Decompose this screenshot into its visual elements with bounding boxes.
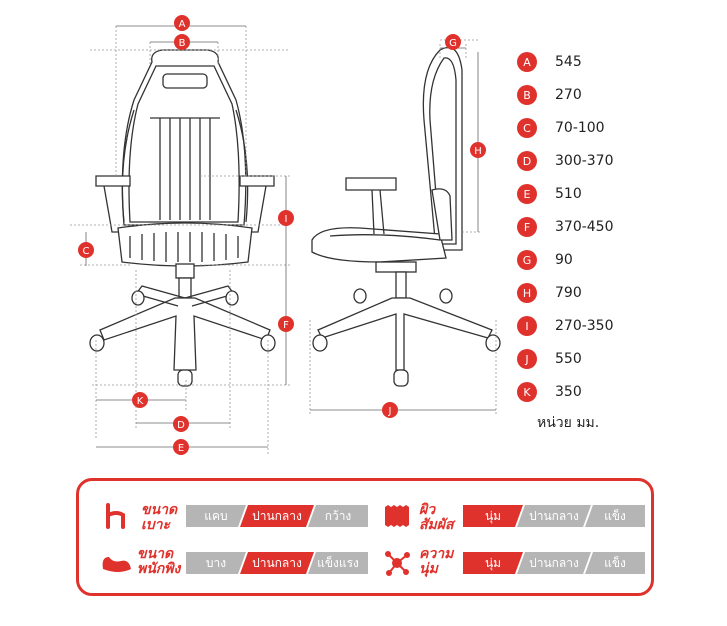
- backrest-option-strong: แข็งแรง: [308, 552, 368, 574]
- legend-row-a: A 545: [517, 50, 582, 74]
- legend-letter: D: [517, 151, 537, 171]
- svg-text:D: D: [177, 420, 185, 431]
- legend-row-h: H 790: [517, 281, 582, 305]
- svg-text:F: F: [283, 320, 289, 331]
- softness-label-line1: ความ: [419, 546, 454, 562]
- badge-h: H: [470, 142, 486, 158]
- surface-option-hard: แข็ง: [585, 505, 645, 527]
- legend-value: 370-450: [555, 219, 614, 235]
- backrest-size-label-line1: ขนาด: [137, 546, 174, 562]
- svg-text:A: A: [179, 19, 186, 30]
- legend-letter: I: [517, 316, 537, 336]
- softness-option-hard: แข็ง: [585, 552, 645, 574]
- svg-text:C: C: [83, 246, 90, 257]
- dimension-badges: A B C D E F G H I J K: [78, 15, 486, 455]
- backrest-option-thin: บาง: [186, 552, 246, 574]
- legend-letter: E: [517, 184, 537, 204]
- unit-label: หน่วย มม.: [537, 415, 600, 431]
- surface-option-soft: นุ่ม: [463, 505, 523, 527]
- surface-label-line1: ผิว: [419, 502, 436, 518]
- svg-text:J: J: [388, 406, 392, 417]
- legend-row-b: B 270: [517, 83, 582, 107]
- softness-option-medium: ปานกลาง: [517, 552, 591, 574]
- badge-i: I: [278, 210, 294, 226]
- backrest-size-label-line2: พนักพิง: [137, 561, 181, 577]
- legend-value: 270: [555, 87, 582, 103]
- badge-b: B: [174, 34, 190, 50]
- backrest-option-medium: ปานกลาง: [240, 552, 314, 574]
- backrest-size-label: ขนาด พนักพิง: [137, 547, 180, 577]
- legend-letter: F: [517, 217, 537, 237]
- svg-text:I: I: [285, 214, 288, 225]
- legend-value: 790: [555, 285, 582, 301]
- surface-option-medium: ปานกลาง: [517, 505, 591, 527]
- legend-value: 90: [555, 252, 573, 268]
- legend-row-k: K 350: [517, 380, 582, 404]
- svg-text:E: E: [178, 443, 184, 454]
- softness-label-line2: นุ่ม: [419, 561, 438, 577]
- properties-panel: ขนาด เบาะ แคบ ปานกลาง กว้าง ขนาด พนักพิง…: [76, 478, 654, 596]
- seat-size-scale: แคบ ปานกลาง กว้าง: [186, 505, 368, 527]
- legend-value: 350: [555, 384, 582, 400]
- seat-size-label: ขนาด เบาะ: [141, 503, 177, 533]
- legend-letter: J: [517, 349, 537, 369]
- legend-value: 545: [555, 54, 582, 70]
- legend-row-j: J 550: [517, 347, 582, 371]
- surface-label: ผิว สัมผัส: [419, 503, 454, 533]
- badge-g: G: [445, 34, 461, 50]
- legend-letter: K: [517, 382, 537, 402]
- texture-icon: [385, 505, 409, 527]
- legend-row-g: G 90: [517, 248, 573, 272]
- badge-f: F: [278, 316, 294, 332]
- softness-label: ความ นุ่ม: [419, 547, 453, 577]
- backrest-size-scale: บาง ปานกลาง แข็งแรง: [186, 552, 368, 574]
- seat-size-label-line1: ขนาด: [141, 502, 178, 518]
- seat-size-option-narrow: แคบ: [186, 505, 246, 527]
- surface-scale: นุ่ม ปานกลาง แข็ง: [463, 505, 645, 527]
- front-view-chair: [89, 49, 276, 387]
- seat-size-option-wide: กว้าง: [308, 505, 368, 527]
- seat-size-label-line2: เบาะ: [141, 517, 171, 533]
- softness-scale: นุ่ม ปานกลาง แข็ง: [463, 552, 645, 574]
- legend-value: 550: [555, 351, 582, 367]
- legend-letter: B: [517, 85, 537, 105]
- softness-option-soft: นุ่ม: [463, 552, 523, 574]
- backrest-icon: [102, 557, 131, 572]
- badge-k: K: [132, 392, 148, 408]
- molecule-icon: [385, 551, 410, 576]
- svg-text:K: K: [137, 396, 144, 407]
- badge-j: J: [382, 402, 398, 418]
- svg-text:G: G: [449, 38, 457, 49]
- badge-a: A: [174, 15, 190, 31]
- seat-size-icon: [106, 503, 125, 529]
- legend-row-i: I 270-350: [517, 314, 614, 338]
- svg-text:B: B: [179, 38, 186, 49]
- seat-size-option-medium: ปานกลาง: [240, 505, 314, 527]
- legend-value: 510: [555, 186, 582, 202]
- legend-value: 70-100: [555, 120, 605, 136]
- side-view-chair: [311, 46, 501, 387]
- badge-d: D: [173, 416, 189, 432]
- legend-row-e: E 510: [517, 182, 582, 206]
- legend-value: 270-350: [555, 318, 614, 334]
- legend-letter: G: [517, 250, 537, 270]
- legend-letter: A: [517, 52, 537, 72]
- legend-letter: C: [517, 118, 537, 138]
- badge-c: C: [78, 242, 94, 258]
- legend-letter: H: [517, 283, 537, 303]
- legend-row-c: C 70-100: [517, 116, 605, 140]
- chair-dimension-drawing: .ln { stroke:#333; stroke-width:1.3; fil…: [70, 15, 501, 455]
- legend-row-d: D 300-370: [517, 149, 614, 173]
- legend-value: 300-370: [555, 153, 614, 169]
- badge-e: E: [173, 439, 189, 455]
- legend-row-f: F 370-450: [517, 215, 614, 239]
- svg-text:H: H: [474, 146, 482, 157]
- surface-label-line2: สัมผัส: [419, 517, 454, 533]
